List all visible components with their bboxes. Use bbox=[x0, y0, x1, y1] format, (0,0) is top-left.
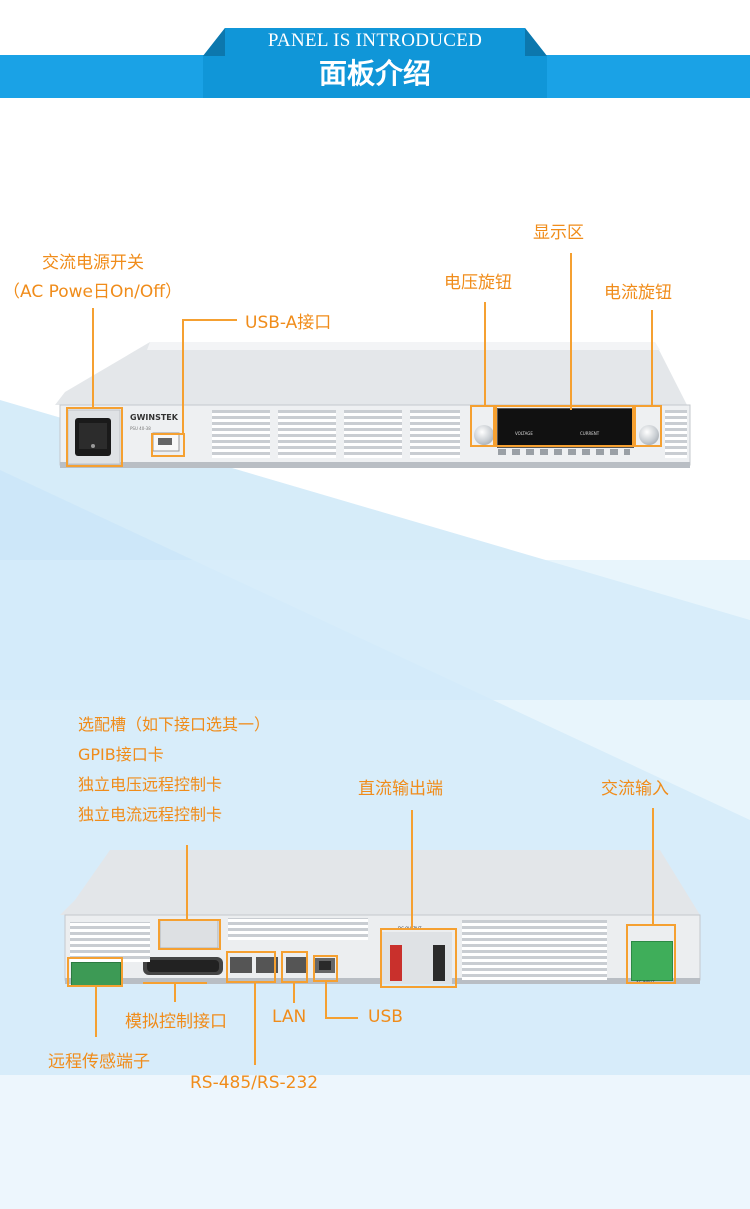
callout-line-lan bbox=[293, 983, 295, 1003]
label-option-gpib: GPIB接口卡 bbox=[78, 745, 164, 764]
ac-input-terminal bbox=[631, 941, 673, 981]
display-current-text: CURRENT bbox=[580, 431, 600, 436]
callout-line-display bbox=[570, 253, 572, 410]
callout-hline-usb-a bbox=[182, 319, 237, 321]
label-rs485-232: RS-485/RS-232 bbox=[190, 1073, 319, 1093]
label-display-area: 显示区 bbox=[533, 223, 584, 243]
callout-line-rs485 bbox=[254, 983, 256, 1065]
callout-line-ac-input bbox=[652, 808, 654, 926]
callout-line-ac-switch bbox=[92, 308, 94, 408]
header-title-cn: 面板介绍 bbox=[318, 57, 431, 90]
callout-box-lan bbox=[281, 951, 308, 983]
svg-text:PSU 40-38: PSU 40-38 bbox=[130, 426, 151, 431]
label-option-slot: 选配槽（如下接口选其一） bbox=[78, 715, 271, 734]
callout-line-analog bbox=[174, 982, 176, 1002]
current-knob[interactable] bbox=[639, 425, 659, 445]
callout-box-current-knob bbox=[634, 405, 662, 447]
label-voltage-knob: 电压旋钮 bbox=[444, 273, 512, 293]
front-vent-5 bbox=[665, 410, 687, 458]
dc-output-bar-right bbox=[433, 945, 445, 981]
rear-vent-3 bbox=[462, 920, 607, 980]
callout-line-dc-output bbox=[411, 810, 413, 930]
callout-box-voltage-knob bbox=[470, 405, 497, 447]
label-option-voltage: 独立电压远程控制卡 bbox=[78, 775, 223, 794]
callout-line-voltage-knob bbox=[484, 302, 486, 406]
label-ac-input: 交流输入 bbox=[601, 779, 669, 799]
label-current-knob: 电流旋钮 bbox=[604, 283, 672, 303]
front-vent-1 bbox=[212, 410, 270, 458]
callout-box-usb-a bbox=[151, 433, 185, 457]
callout-box-usb bbox=[313, 955, 338, 982]
header-tab bbox=[203, 28, 547, 98]
callout-hline-analog bbox=[143, 982, 207, 984]
rear-vent-2 bbox=[228, 918, 368, 940]
front-vent-2 bbox=[278, 410, 336, 458]
label-usb-a: USB-A接口 bbox=[245, 313, 332, 333]
svg-text:GWINSTEK: GWINSTEK bbox=[130, 413, 179, 422]
callout-line-option-slot bbox=[186, 845, 188, 921]
label-dc-output: 直流输出端 bbox=[358, 779, 443, 799]
callout-box-ac-switch bbox=[66, 407, 123, 467]
label-lan: LAN bbox=[272, 1007, 307, 1027]
display-screen bbox=[497, 408, 634, 448]
callout-hline-usb bbox=[325, 1017, 358, 1019]
callout-box-display bbox=[493, 405, 634, 447]
dc-output-bar-left bbox=[390, 945, 402, 981]
voltage-knob[interactable] bbox=[474, 425, 494, 445]
front-keypad bbox=[498, 449, 630, 455]
callout-vline-usb-a bbox=[182, 319, 184, 434]
rear-vent-1 bbox=[70, 922, 150, 962]
label-ac-switch-line2: （AC Powe日On/Off） bbox=[3, 282, 182, 302]
label-usb: USB bbox=[368, 1007, 403, 1027]
label-remote-sense: 远程传感端子 bbox=[48, 1052, 150, 1072]
option-slot-list: 选配槽（如下接口选其一） GPIB接口卡 独立电压远程控制卡 独立电流远程控制卡 bbox=[78, 710, 270, 830]
callout-line-usb bbox=[325, 982, 327, 1018]
callout-box-dc-output bbox=[380, 928, 457, 988]
label-ac-switch-line1: 交流电源开关 bbox=[42, 253, 144, 273]
label-analog-control: 模拟控制接口 bbox=[125, 1012, 227, 1032]
callout-box-rs485 bbox=[226, 951, 276, 983]
callout-line-remote-sense bbox=[95, 987, 97, 1037]
display-voltage-text: VOLTAGE bbox=[515, 431, 533, 436]
callout-box-option-slot bbox=[158, 919, 221, 950]
header-title-en: PANEL IS INTRODUCED bbox=[267, 30, 483, 51]
label-option-current: 独立电流远程控制卡 bbox=[78, 805, 223, 824]
callout-box-ac-input bbox=[626, 924, 676, 984]
front-vent-3 bbox=[344, 410, 402, 458]
callout-box-remote-sense bbox=[67, 957, 123, 987]
remote-sense-terminal bbox=[71, 962, 121, 986]
callout-line-current-knob bbox=[651, 310, 653, 406]
front-vent-4 bbox=[410, 410, 460, 458]
